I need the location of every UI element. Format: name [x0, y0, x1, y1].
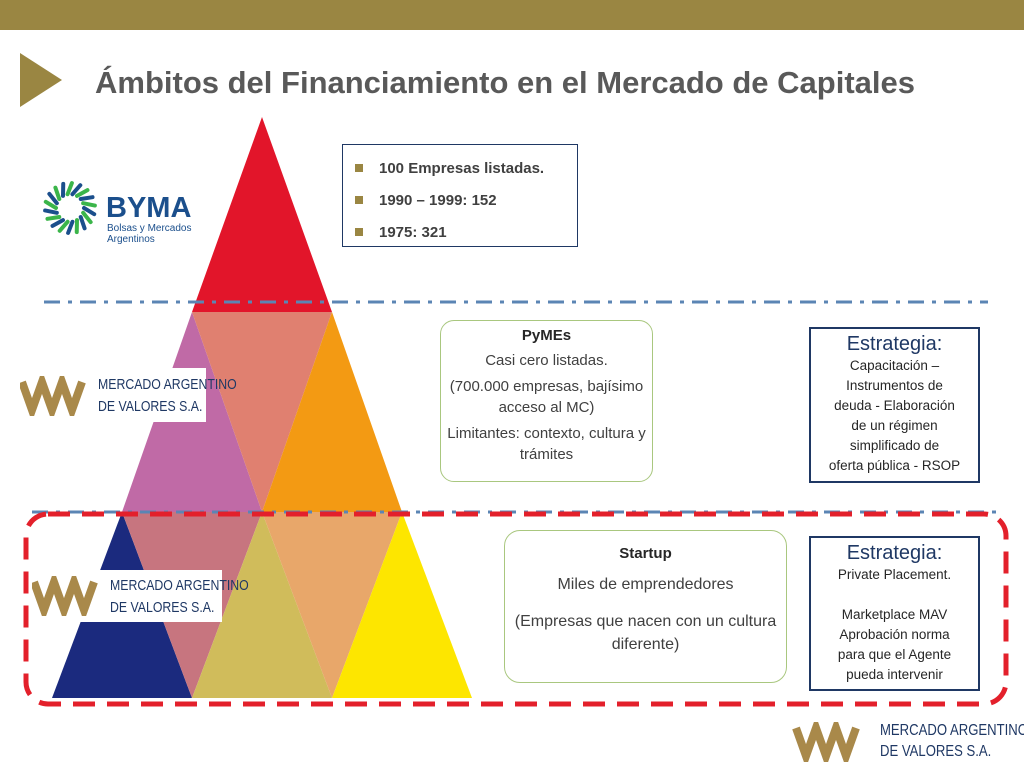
- list-item: 1990 – 1999: 152: [355, 185, 567, 217]
- byma-ring-segment: [81, 210, 93, 225]
- startup-box: Startup Miles de emprendedores (Empresas…: [504, 530, 787, 683]
- strategy-body: Private Placement. Marketplace MAV Aprob…: [837, 567, 952, 682]
- mav-mark-icon: [32, 576, 98, 616]
- pyramid-yellow: [332, 512, 472, 698]
- pymes-line1: Casi cero listadas.: [485, 352, 608, 369]
- mav-logo-bottom: MERCADO ARGENTINO DE VALORES S.A.: [30, 570, 249, 622]
- byma-ring-segment: [43, 208, 59, 215]
- byma-ring-segment: [45, 214, 62, 221]
- mav-name-line2: DE VALORES S.A.: [880, 743, 992, 760]
- list-item: 1975: 321: [355, 217, 567, 249]
- byma-ring-segment: [78, 195, 95, 202]
- mav-logo-middle: MERCADO ARGENTINO DE VALORES S.A.: [18, 368, 237, 422]
- byma-info-list: 100 Empresas listadas. 1990 – 1999: 152 …: [355, 153, 567, 249]
- pymes-line2: (700.000 empresas, bajísimo acceso al MC…: [449, 378, 644, 416]
- mav-mark-icon: [792, 722, 860, 762]
- byma-ring-segment: [82, 206, 97, 217]
- byma-ring-segment: [47, 191, 59, 206]
- byma-ring-segment: [65, 181, 74, 197]
- mav-name-line2: DE VALORES S.A.: [98, 398, 203, 415]
- byma-ring-segment: [66, 219, 75, 235]
- byma-logo: BYMA Bolsas y Mercados Argentinos: [40, 178, 196, 248]
- byma-ring-segment: [43, 199, 58, 210]
- pymes-box: PyMEs Casi cero listadas. (700.000 empre…: [440, 320, 653, 482]
- strategy-body: Capacitación – Instrumentos de deuda - E…: [828, 358, 961, 473]
- top-bar: [0, 0, 1024, 30]
- square-bullet-icon: [355, 196, 363, 204]
- strategy-box-pymes: Estrategia: Capacitación – Instrumentos …: [809, 327, 980, 483]
- strategy-heading: Estrategia:: [846, 542, 943, 564]
- byma-ring-segment: [53, 185, 62, 202]
- pymes-line3: Limitantes: contexto, cultura y trámites: [447, 425, 646, 463]
- byma-info-box: 100 Empresas listadas. 1990 – 1999: 152 …: [342, 144, 578, 247]
- square-bullet-icon: [355, 164, 363, 172]
- strategy-heading: Estrategia:: [846, 333, 943, 355]
- pyramid-peach: [262, 512, 402, 698]
- pyramid-shapes: [52, 117, 472, 698]
- mav-name-line1: MERCADO ARGENTINO: [110, 577, 249, 594]
- startup-line1: Miles de emprendedores: [557, 576, 734, 593]
- pyramid-salmon: [192, 312, 332, 512]
- play-arrow-icon: [20, 53, 62, 107]
- startup-line2: (Empresas que nacen con un cultura difer…: [514, 613, 777, 653]
- mav-name-line2: DE VALORES S.A.: [110, 599, 215, 616]
- byma-ring-segment: [70, 183, 83, 197]
- list-item: 100 Empresas listadas.: [355, 153, 567, 185]
- pymes-heading: PyMEs: [521, 327, 572, 344]
- byma-ring-segment: [81, 201, 97, 208]
- mav-name-line1: MERCADO ARGENTINO: [880, 722, 1024, 739]
- mav-mark-icon: [20, 376, 86, 416]
- mav-name-line1: MERCADO ARGENTINO: [98, 376, 237, 393]
- byma-ring-icon: [43, 181, 97, 235]
- pyramid-red: [192, 117, 332, 312]
- pyramid-orange: [262, 312, 402, 512]
- byma-ring-segment: [57, 219, 70, 233]
- page-title: Ámbitos del Financiamiento en el Mercado…: [95, 65, 915, 100]
- strategy-box-startup: Estrategia: Private Placement. Marketpla…: [809, 536, 980, 691]
- startup-heading: Startup: [619, 545, 672, 562]
- square-bullet-icon: [355, 228, 363, 236]
- byma-subtitle: Bolsas y Mercados Argentinos: [107, 223, 192, 245]
- mav-logo-corner: MERCADO ARGENTINO DE VALORES S.A.: [784, 716, 1024, 766]
- byma-ring-segment: [75, 188, 90, 198]
- byma-name: BYMA: [106, 192, 192, 224]
- byma-ring-segment: [50, 218, 65, 228]
- byma-ring-segment: [78, 214, 87, 231]
- startup-dashed-frame: [23, 511, 1009, 707]
- pyramid-olive: [192, 512, 332, 698]
